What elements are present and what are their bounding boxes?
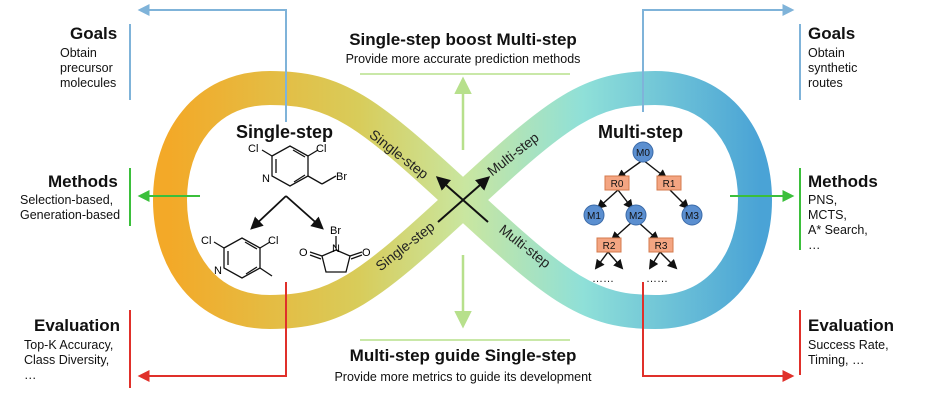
right-evaluation-line: Success Rate,: [808, 338, 889, 352]
reactant-molecule: [261, 145, 337, 187]
product-nbs: [309, 236, 363, 273]
tree-label-r2: R2: [603, 241, 616, 252]
left-eval-connector: [137, 282, 287, 382]
nbs-br: Br: [330, 225, 341, 237]
reactant-br: Br: [336, 171, 347, 183]
left-methods-title: Methods: [48, 172, 118, 191]
right-eval-connector: [642, 282, 795, 382]
tree-ellipsis-left: ……: [592, 273, 614, 285]
left-goals-text: Obtain precursor molecules: [60, 46, 116, 91]
tree-label-m0: M0: [636, 148, 650, 159]
nbs-o-left: O: [299, 247, 308, 259]
left-methods-line: Selection-based,: [20, 193, 114, 207]
tree-node-m2: [625, 204, 647, 226]
right-methods-line: A* Search,: [808, 223, 868, 237]
tree-label-m2: M2: [629, 211, 643, 222]
right-methods-text: PNS, MCTS, A* Search, …: [808, 193, 868, 253]
tree-label-r1: R1: [663, 179, 676, 190]
right-goals-line: routes: [808, 76, 843, 90]
left-evaluation-text: Top-K Accuracy, Class Diversity, …: [24, 338, 113, 383]
right-evaluation-line: Timing, …: [808, 353, 865, 367]
tree-node-r3: [648, 237, 674, 253]
left-goals-title: Goals: [70, 24, 118, 43]
left-goals-line: molecules: [60, 76, 117, 90]
right-goals-title: Goals: [808, 24, 856, 43]
right-methods-title: Methods: [808, 172, 878, 191]
bottom-subtitle: Provide more metrics to guide its develo…: [334, 370, 592, 384]
tree-label-m3: M3: [685, 211, 699, 222]
tree-node-r0: [604, 175, 630, 191]
cross-arrow-right-up: [437, 176, 491, 223]
reactant-n: N: [262, 173, 270, 185]
single-step-panel-title: Single-step: [236, 122, 334, 142]
product-cl-left: Cl: [201, 235, 211, 247]
right-goals-line: synthetic: [808, 61, 858, 75]
tree-node-m0: [632, 141, 654, 163]
right-goals-connector: [642, 4, 795, 112]
tree-ellipsis-right: ……: [646, 273, 668, 285]
tree-label-r3: R3: [655, 241, 668, 252]
tree-node-m1: [583, 204, 605, 226]
tree-label-r0: R0: [611, 179, 624, 190]
left-methods-line: Generation-based: [20, 208, 121, 222]
single-step-arrow-right: [285, 195, 324, 230]
left-evaluation-title: Evaluation: [34, 316, 120, 335]
right-methods-line: …: [808, 238, 821, 252]
tree-node-r1: [656, 175, 682, 191]
reactant-cl-left: Cl: [248, 143, 258, 155]
left-goals-line: precursor: [60, 61, 113, 75]
product-n: N: [214, 265, 222, 277]
right-goals-text: Obtain synthetic routes: [808, 46, 857, 91]
nbs-n: N: [332, 243, 340, 255]
reactant-cl-right: Cl: [316, 143, 326, 155]
product-pyridine: [213, 237, 273, 279]
left-evaluation-line: Class Diversity,: [24, 353, 110, 367]
single-step-arrow-left: [250, 195, 287, 230]
top-title: Single-step boost Multi-step: [349, 30, 577, 49]
nbs-o-right: O: [362, 247, 371, 259]
right-methods-line: MCTS,: [808, 208, 847, 222]
product-cl-right: Cl: [268, 235, 278, 247]
right-evaluation-text: Success Rate, Timing, …: [808, 338, 889, 368]
left-evaluation-line: …: [24, 368, 37, 382]
top-subtitle: Provide more accurate prediction methods: [345, 52, 581, 66]
left-methods-text: Selection-based, Generation-based: [20, 193, 120, 223]
right-goals-line: Obtain: [808, 46, 845, 60]
left-evaluation-line: Top-K Accuracy,: [24, 338, 114, 352]
left-goals-connector: [137, 4, 287, 122]
tree-node-r2: [596, 237, 622, 253]
multi-step-panel-title: Multi-step: [598, 122, 683, 142]
right-evaluation-title: Evaluation: [808, 316, 894, 335]
tree-label-m1: M1: [587, 211, 601, 222]
search-tree-edges: [594, 159, 690, 270]
left-goals-line: Obtain: [60, 46, 97, 60]
right-methods-line: PNS,: [808, 193, 838, 207]
tree-node-m3: [681, 204, 703, 226]
bottom-title: Multi-step guide Single-step: [349, 346, 577, 365]
